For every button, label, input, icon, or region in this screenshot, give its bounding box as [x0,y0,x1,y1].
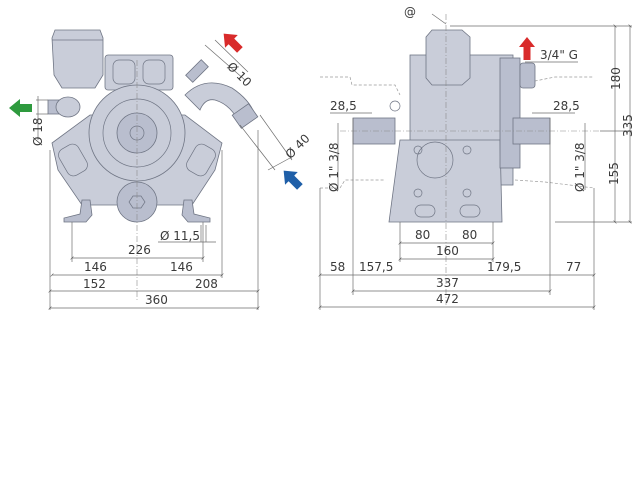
left-foot [63,199,93,223]
half-left-label: 146 [84,260,107,274]
half-right-label: 146 [170,260,193,274]
oil-reservoir [51,29,104,89]
right-extent-label: 208 [195,277,218,291]
body-width-label: 337 [436,276,459,290]
inlet-diameter-label: Ø 40 [283,131,313,161]
height-lower-label: 155 [607,162,621,185]
outlet-thread-label: 3/4" G [540,48,578,62]
mount-base [388,139,503,223]
flow-arrows [9,33,535,190]
outlet-diameter-label: Ø 10 [224,59,254,89]
overhang-right-label: 77 [566,260,581,274]
front-view-pump [47,29,259,223]
outlet-fitting [185,59,209,83]
reference-mark-label: @ [404,5,416,19]
inlet-arrow-icon [283,170,303,190]
side-outlet-fitting [519,62,536,89]
pump-side-block [499,57,521,169]
overhang-left-label: 58 [330,260,345,274]
base-right-label: 80 [462,228,477,242]
front-view-labels: Ø 10 Ø 40 Ø 18 Ø 11,5 226 146 146 152 20… [31,59,313,307]
shaft-diameter-right-label: Ø 1" 3/8 [573,142,587,192]
height-total-label: 335 [621,114,635,137]
shaft-length-right-label: 28,5 [553,99,580,113]
side-oil-reservoir [425,29,471,86]
shaft-diameter-left-label: Ø 1" 3/8 [327,142,341,192]
mount-hole-label: Ø 11,5 [160,229,200,243]
right-foot [181,199,211,223]
shaft-length-left-label: 28,5 [330,99,357,113]
bypass-diameter-label: Ø 18 [31,117,45,146]
side-outlet-arrow-icon [519,37,535,60]
height-upper-label: 180 [609,67,623,90]
side-view-dimensions [318,13,632,310]
left-extent-label: 152 [83,277,106,291]
front-view-dimensions [36,39,293,310]
total-width-label: 360 [145,293,168,307]
bypass-arrow-icon [9,99,32,117]
base-total-label: 160 [436,244,459,258]
base-left-label: 80 [415,228,430,242]
center-left-label: 157,5 [359,260,393,274]
center-right-label: 179,5 [487,260,521,274]
side-view-pump [320,29,595,223]
foot-spacing-label: 226 [128,243,151,257]
outlet-arrow-icon [223,33,243,53]
side-total-width-label: 472 [436,292,459,306]
side-view-labels: @ 3/4" G 180 335 155 28,5 28,5 Ø 1" 3/8 … [327,5,635,306]
